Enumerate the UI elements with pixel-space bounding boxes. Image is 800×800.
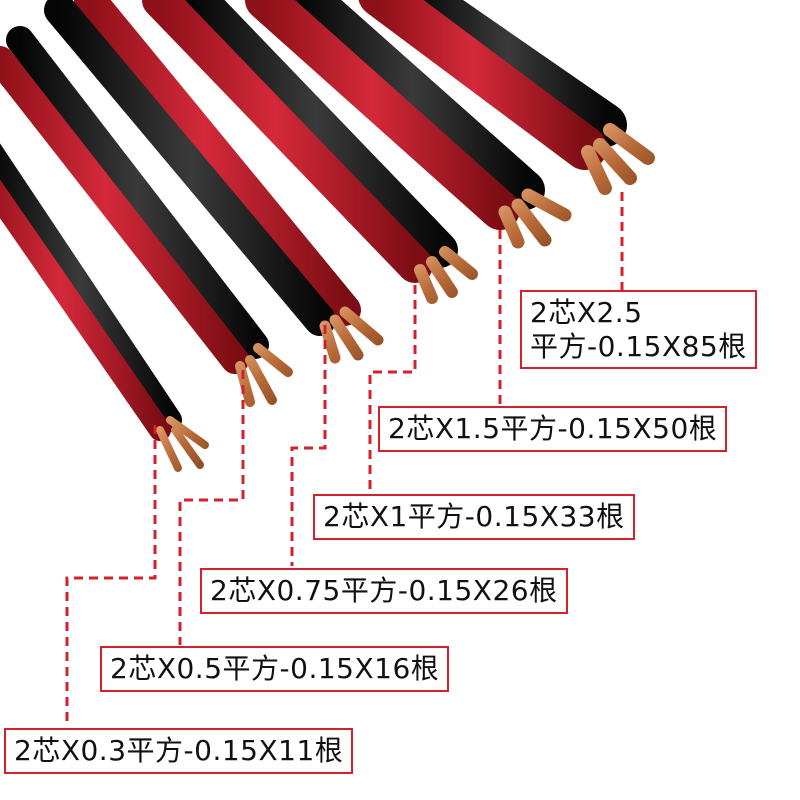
spec-label-text: 2芯X1.5平方-0.15X50根	[388, 412, 718, 445]
spec-label-text: 2芯X0.5平方-0.15X16根	[110, 652, 440, 685]
spec-label-2x2-5: 2芯X2.5 平方-0.15X85根	[520, 290, 757, 370]
spec-label-text: 2芯X0.3平方-0.15X11根	[14, 734, 344, 767]
spec-label-2x0-3: 2芯X0.3平方-0.15X11根	[4, 728, 354, 774]
spec-label-text: 2芯X1平方-0.15X33根	[323, 500, 625, 533]
cable-2-5	[358, 0, 655, 195]
spec-label-2x0-5: 2芯X0.5平方-0.15X16根	[100, 646, 450, 692]
spec-label-2x1-5: 2芯X1.5平方-0.15X50根	[378, 406, 728, 452]
cable-1	[142, 0, 478, 304]
cable-0-75	[44, 0, 384, 364]
spec-label-line: 2芯X2.5	[530, 296, 643, 329]
spec-label-line: 平方-0.15X85根	[530, 329, 747, 363]
leader-lines	[65, 192, 624, 727]
spec-label-text: 2芯X0.75平方-0.15X26根	[210, 574, 558, 607]
cable-0-3	[0, 143, 209, 472]
cable-1-5	[245, 0, 572, 249]
spec-label-2x0-75: 2芯X0.75平方-0.15X26根	[200, 568, 568, 614]
spec-label-2x1: 2芯X1平方-0.15X33根	[313, 494, 635, 540]
cable-0-5	[0, 26, 293, 407]
